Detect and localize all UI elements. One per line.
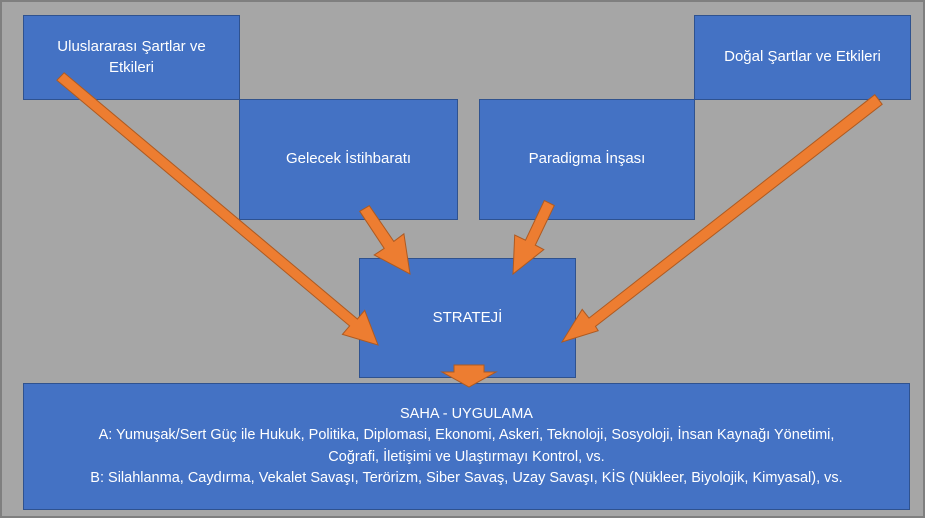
box-gelecek-label: Gelecek İstihbaratı (285, 150, 412, 168)
saha-text-block: SAHA - UYGULAMA A: Yumuşak/Sert Güç ile … (90, 404, 842, 488)
box-saha-uygulama: SAHA - UYGULAMA A: Yumuşak/Sert Güç ile … (23, 383, 910, 510)
saha-title: SAHA - UYGULAMA (400, 406, 533, 423)
box-gelecek-istihbarati: Gelecek İstihbaratı (239, 99, 458, 220)
box-dogal-label: Doğal Şartlar ve Etkileri (724, 48, 881, 66)
box-dogal-sartlar: Doğal Şartlar ve Etkileri (694, 15, 911, 100)
box-uluslararasi-label: Uluslararası Şartlar ve Etkileri (57, 38, 206, 76)
box-uluslararasi-sartlar: Uluslararası Şartlar ve Etkileri (23, 15, 240, 100)
saha-line-a1: A: Yumuşak/Sert Güç ile Hukuk, Politika,… (98, 427, 835, 444)
box-paradigma-insasi: Paradigma İnşası (479, 99, 695, 220)
box-paradigma-label: Paradigma İnşası (528, 150, 646, 168)
saha-line-a2: Coğrafi, İletişimi ve Ulaştırmayı Kontro… (328, 448, 605, 465)
saha-line-b: B: Silahlanma, Caydırma, Vekalet Savaşı,… (90, 469, 843, 486)
box-strateji: STRATEJİ (359, 258, 576, 378)
box-strateji-label: STRATEJİ (432, 308, 503, 326)
